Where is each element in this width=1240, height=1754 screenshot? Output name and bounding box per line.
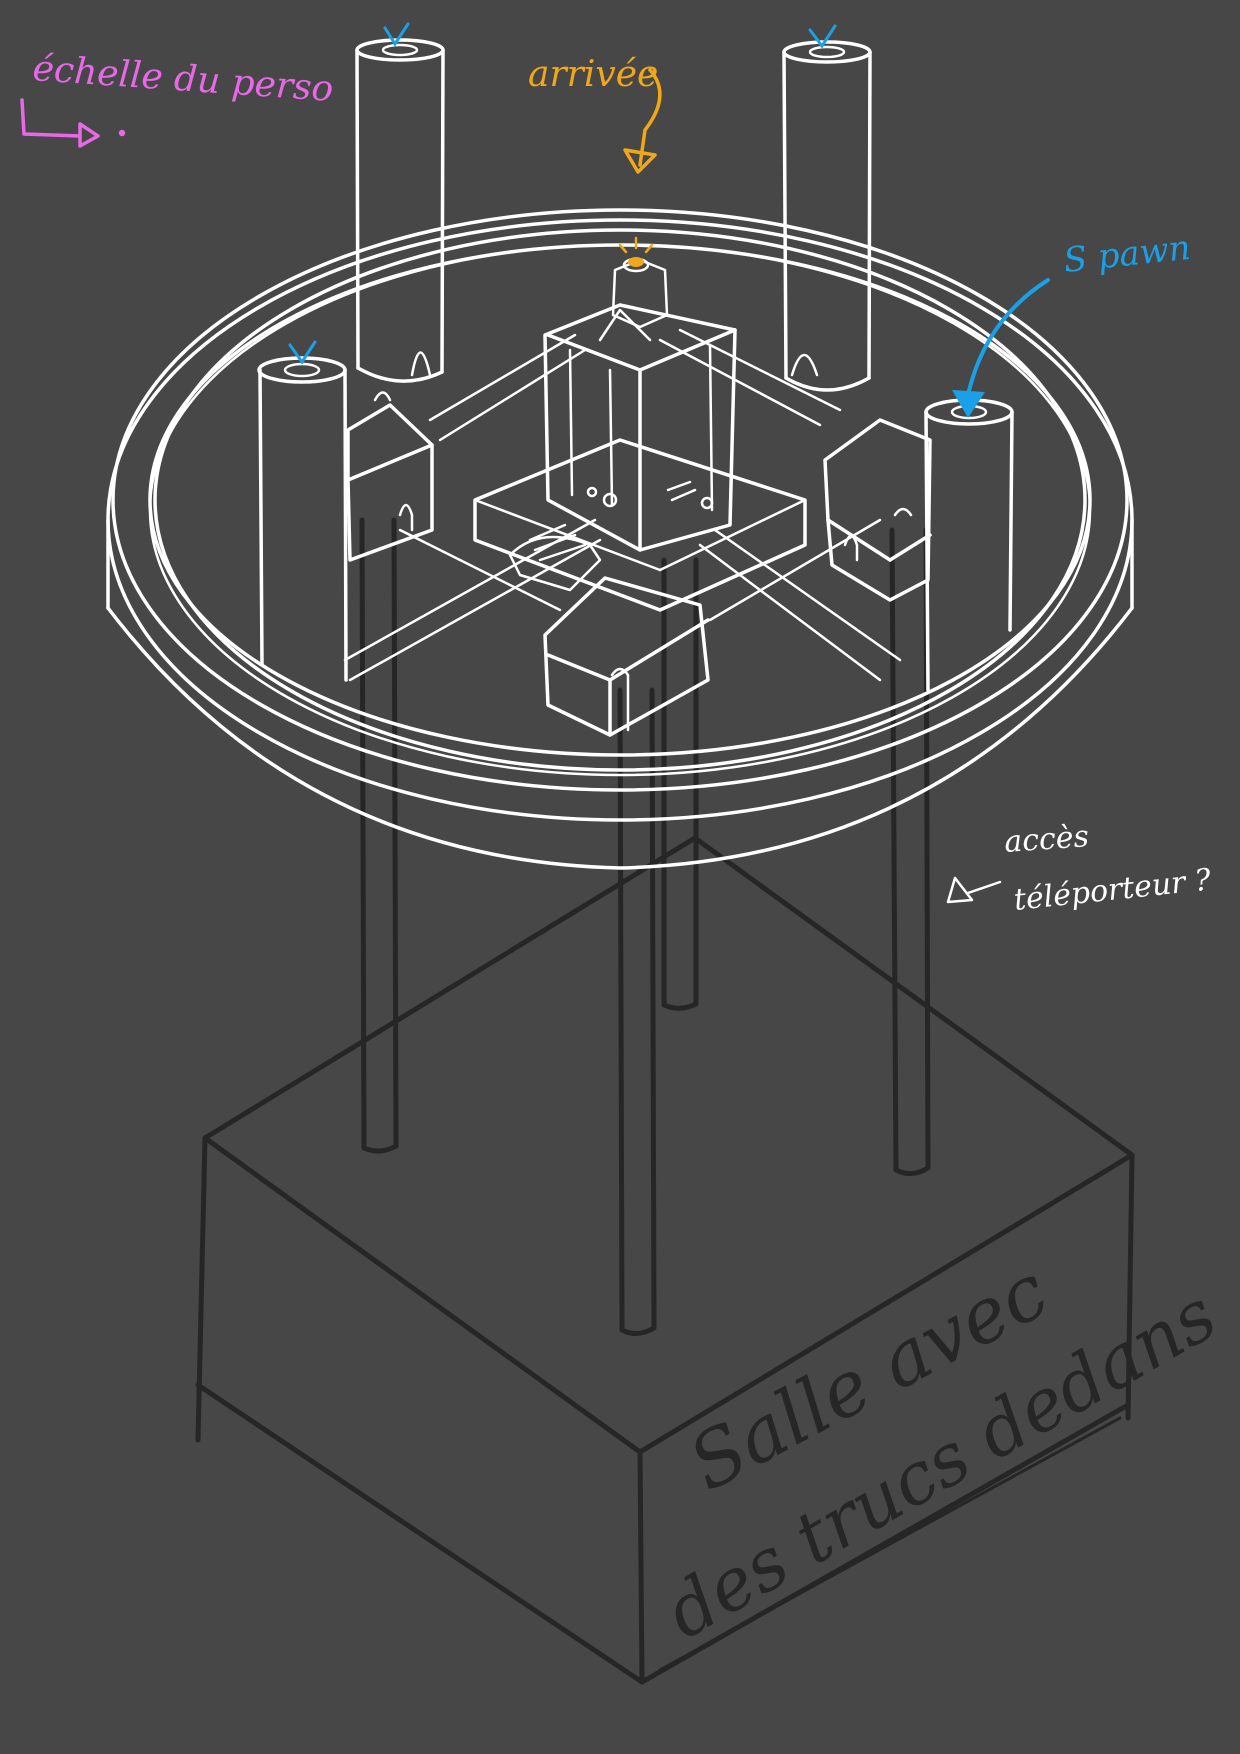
scale-label: échelle du perso	[31, 48, 334, 110]
teleporter-label-line1: accès	[1003, 819, 1090, 860]
walkways	[345, 330, 900, 680]
teleporter-arrow-icon	[948, 878, 1000, 902]
tower-east-spawn	[926, 400, 1012, 690]
tower-north-west	[357, 40, 443, 381]
support-pillars	[362, 520, 928, 1334]
tower-north-east	[784, 42, 870, 390]
east-building	[825, 420, 930, 600]
arrival-label: arrivée	[528, 54, 658, 95]
spawn-label: S pawn	[1062, 228, 1193, 281]
south-building	[545, 578, 708, 735]
scale-arrow-icon	[22, 100, 124, 146]
tower-west	[259, 358, 346, 680]
teleporter-label-line2: téléporteur ?	[1012, 862, 1213, 918]
